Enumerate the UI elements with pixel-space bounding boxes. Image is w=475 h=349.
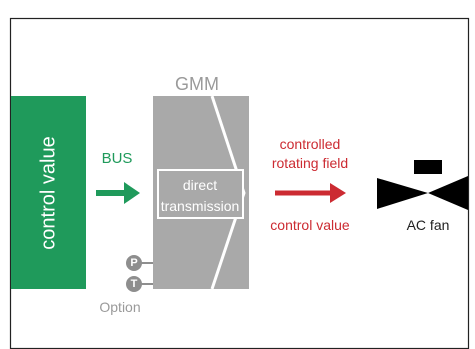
- option-p-circle: [126, 255, 142, 271]
- output-control-value-label: control value: [270, 217, 350, 233]
- fan-left-blade: [377, 178, 428, 209]
- direct-transmission-box: [157, 169, 244, 219]
- control-value-box: [11, 96, 86, 289]
- option-label: Option: [99, 299, 140, 315]
- fan-right-blade: [428, 176, 468, 210]
- control-value-box-label: control value: [37, 136, 59, 249]
- fan-motor-block: [414, 160, 442, 174]
- option-p-letter: P: [130, 257, 137, 269]
- option-t-letter: T: [131, 278, 138, 290]
- field-label-line1: controlled: [280, 136, 341, 152]
- direct-transmission-line1: direct: [183, 177, 217, 193]
- field-arrow-head: [330, 183, 346, 203]
- fan-label: AC fan: [407, 217, 450, 233]
- field-label-line2: rotating field: [272, 155, 348, 171]
- gmm-title: GMM: [175, 74, 219, 94]
- option-t-circle: [126, 276, 142, 292]
- bus-label: BUS: [102, 150, 133, 167]
- bus-arrow-head: [124, 182, 140, 204]
- direct-transmission-line2: transmission: [161, 198, 240, 214]
